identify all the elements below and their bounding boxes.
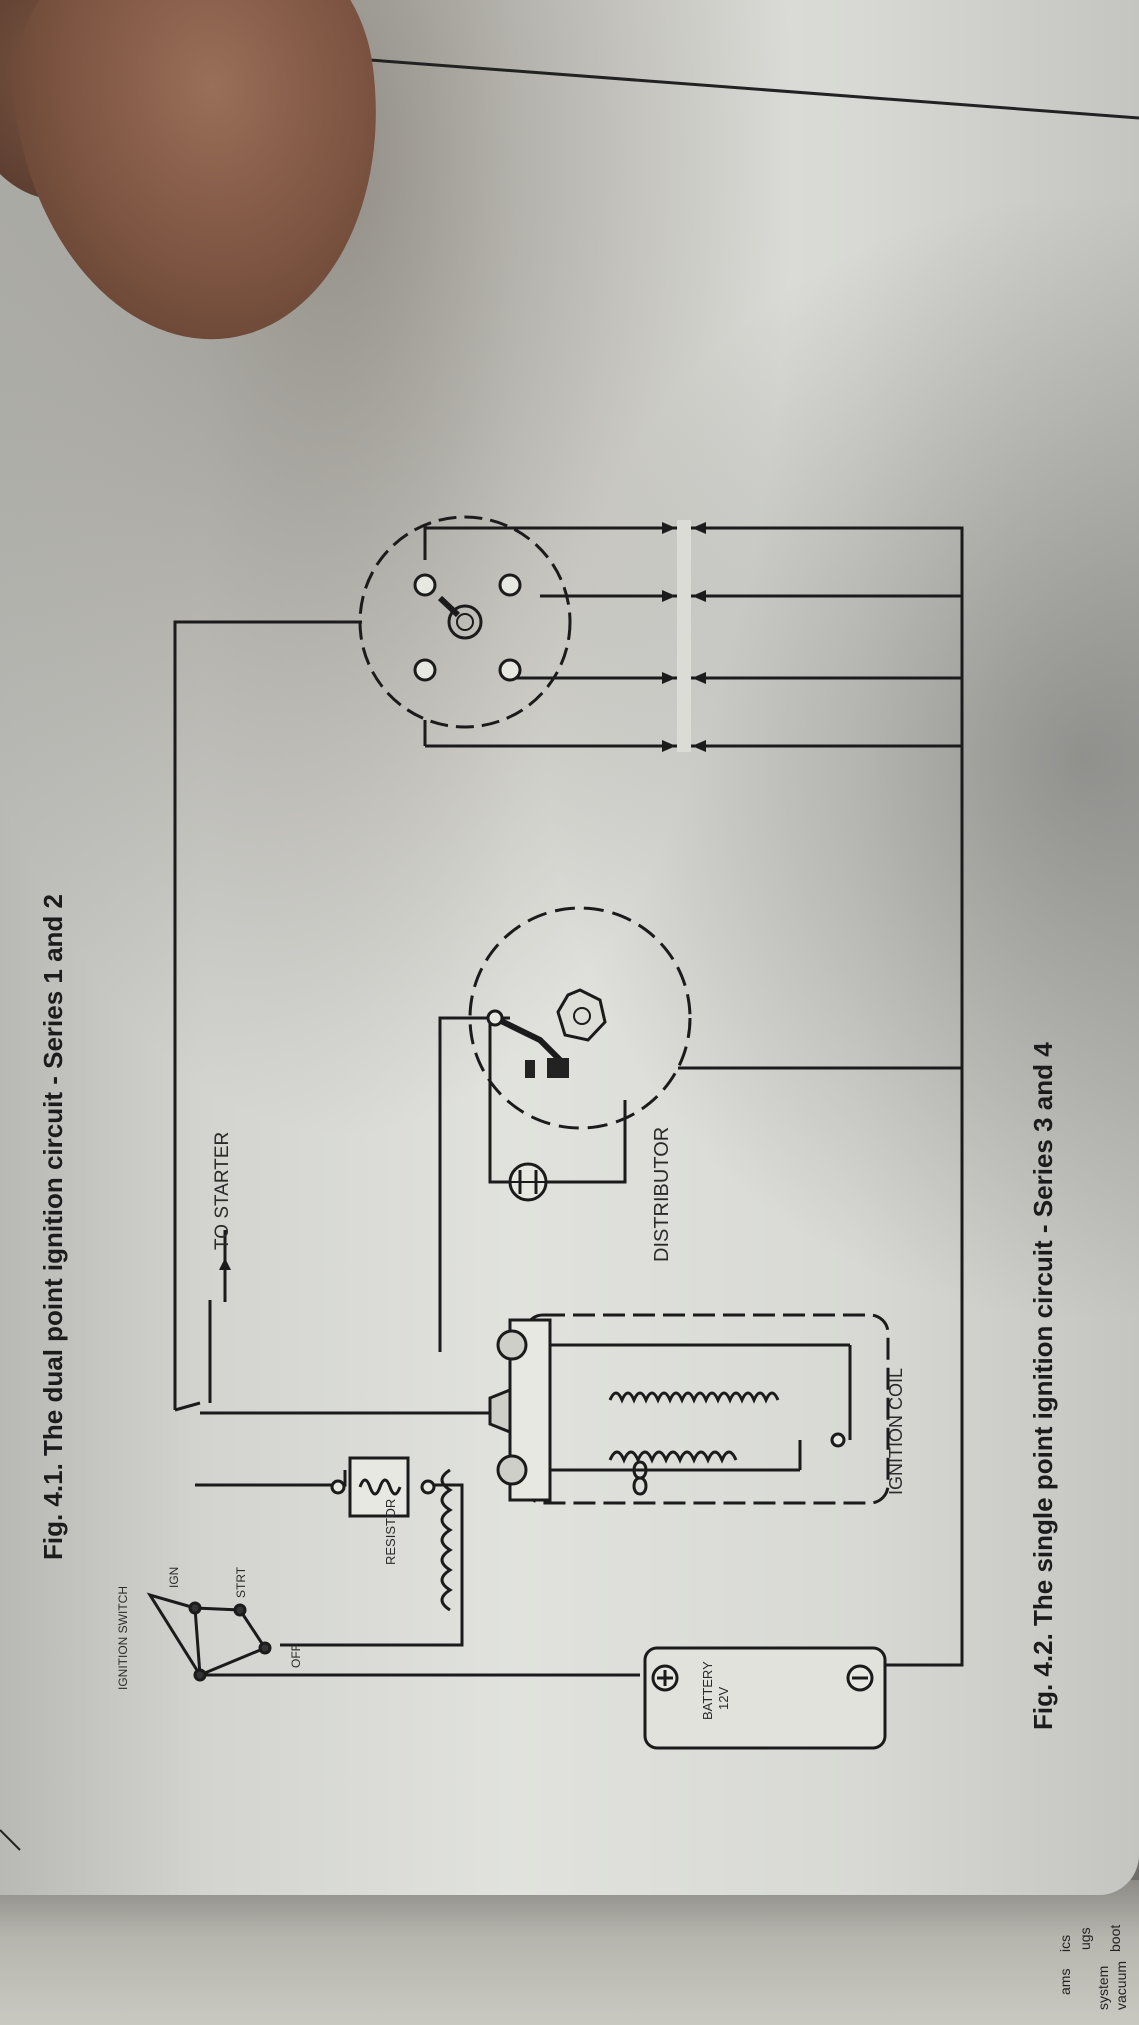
facing-fragment: ics [1057,1935,1073,1952]
facing-fragment: boot [1107,1925,1123,1952]
off-label: OFF [289,1644,303,1668]
facing-fragment: ugs [1077,1927,1093,1950]
page-rule [369,58,1139,120]
ign-label: IGN [167,1567,181,1588]
battery-label: BATTERY [700,1661,715,1720]
plug-gap [677,520,691,752]
distributor [468,906,692,1130]
strt-label: STRT [234,1566,248,1598]
ignition-switch [146,1592,272,1682]
facing-page-text: ics ugs ams boot system vacuum [1057,1925,1129,2010]
resistor-label: RESISTOR [383,1499,398,1565]
facing-fragment: ams [1057,1969,1073,1995]
distributor-label: DISTRIBUTOR [651,1127,673,1262]
battery [643,1646,887,1750]
condenser-icon [508,1162,548,1202]
facing-fragment: vacuum [1113,1961,1129,2010]
ignition-coil [440,1313,890,1612]
figure-4-2-caption: Fig. 4.2. The single point ignition circ… [1028,1042,1058,1730]
plug-lead-arrows [662,522,706,752]
distributor-cap [358,515,572,729]
battery-voltage-label: 12V [716,1687,731,1710]
facing-page [0,1880,1139,2025]
coil-windings [608,1391,780,1464]
ignition-coil-label: IGNITION COIL [886,1368,906,1495]
facing-fragment: system [1095,1966,1111,2010]
to-starter-arrow [219,1258,231,1302]
resistor [330,1456,436,1518]
ignition-switch-label: IGNITION SWITCH [116,1586,130,1690]
figure-4-1-caption: Fig. 4.1. The dual point ignition circui… [38,894,68,1560]
to-starter-label: TO STARTER [212,1132,233,1250]
page-corner-line [0,1829,21,1851]
